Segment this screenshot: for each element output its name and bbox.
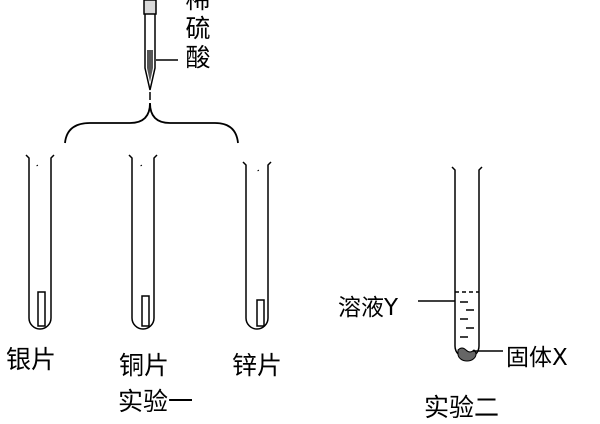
tube-glass (242, 161, 272, 330)
diagram: 稀硫酸 银片 铜片 锌片 实验一 实验二 溶液Y 固体X (6, 0, 568, 422)
tube-glass (128, 154, 158, 330)
metal-label-silver: 银片 (6, 345, 57, 374)
metal-label-copper: 铜片 (119, 351, 170, 380)
solution-y-label: 溶液Y (338, 295, 399, 321)
test-tube-experiment-two (418, 166, 503, 362)
tube-glass (25, 154, 55, 330)
dropper-bulb (143, 0, 157, 15)
test-tube-zinc (242, 161, 272, 330)
solid-x-deposit (457, 347, 477, 362)
tube-glass (451, 166, 483, 359)
solid-x-label: 固体X (506, 345, 568, 371)
dropper-liquid (147, 50, 153, 82)
test-tube-silver (25, 154, 55, 330)
distribution-brace (64, 102, 239, 144)
dropper (143, 0, 178, 100)
experiment-one-caption: 实验一 (118, 387, 194, 416)
test-tube-copper (128, 154, 158, 330)
tube-mark (257, 169, 260, 172)
acid-label: 稀硫酸 (182, 0, 211, 73)
metal-strip-copper (141, 295, 150, 327)
metal-label-zinc: 锌片 (232, 351, 283, 380)
metal-strip-silver (37, 291, 46, 327)
apparatus-drawing (25, 0, 503, 362)
experiment-two-caption: 实验二 (424, 393, 500, 422)
tube-mark (140, 164, 143, 167)
tube-mark (36, 164, 39, 167)
metal-strip-zinc (256, 299, 265, 327)
dropper-tube (144, 14, 156, 91)
